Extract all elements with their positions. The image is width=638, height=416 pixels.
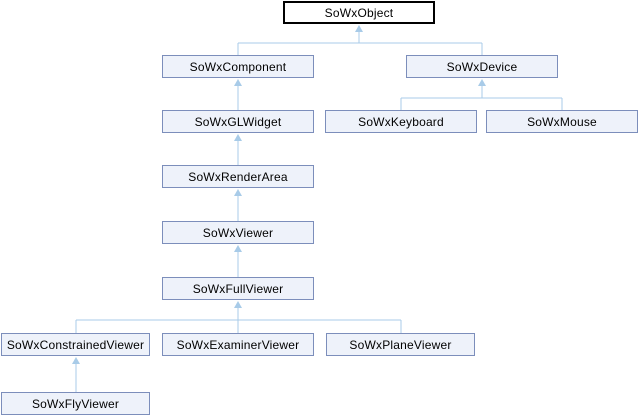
class-node-label: SoWxDevice [446, 59, 518, 74]
inheritance-arrowhead [478, 79, 486, 86]
class-node-label: SoWxPlaneViewer [349, 337, 452, 352]
class-node-sowxplaneviewer[interactable]: SoWxPlaneViewer [326, 333, 475, 356]
class-node-sowxcomponent[interactable]: SoWxComponent [162, 55, 314, 78]
class-node-label: SoWxMouse [527, 114, 597, 129]
class-node-sowxkeyboard[interactable]: SoWxKeyboard [325, 110, 477, 133]
inheritance-arrowhead [355, 25, 363, 32]
class-node-label: SoWxFlyViewer [31, 396, 120, 411]
class-node-sowxrenderarea[interactable]: SoWxRenderArea [162, 165, 314, 188]
inheritance-arrowhead [234, 189, 242, 196]
class-node-label: SoWxExaminerViewer [176, 337, 300, 352]
class-node-sowxfullviewer[interactable]: SoWxFullViewer [162, 277, 314, 300]
class-node-label: SoWxFullViewer [192, 281, 284, 296]
inheritance-arrowhead [234, 301, 242, 308]
inheritance-arrowhead [234, 134, 242, 141]
inheritance-arrowhead [72, 357, 80, 364]
class-node-label: SoWxConstrainedViewer [6, 337, 145, 352]
class-node-label: SoWxKeyboard [358, 114, 444, 129]
class-node-sowxobject[interactable]: SoWxObject [283, 1, 435, 24]
class-node-sowxmouse[interactable]: SoWxMouse [486, 110, 638, 133]
class-node-sowxglwidget[interactable]: SoWxGLWidget [162, 110, 314, 133]
class-node-label: SoWxGLWidget [194, 114, 282, 129]
inheritance-arrowhead [234, 245, 242, 252]
class-node-sowxviewer[interactable]: SoWxViewer [162, 221, 314, 244]
inheritance-arrowhead [234, 79, 242, 86]
class-node-sowxdevice[interactable]: SoWxDevice [406, 55, 558, 78]
class-node-label: SoWxViewer [202, 225, 274, 240]
class-node-sowxexaminerviewer[interactable]: SoWxExaminerViewer [162, 333, 314, 356]
class-node-sowxflyviewer[interactable]: SoWxFlyViewer [1, 392, 150, 415]
class-node-label: SoWxRenderArea [188, 169, 288, 184]
class-node-label: SoWxComponent [189, 59, 287, 74]
class-node-label: SoWxObject [324, 5, 394, 20]
class-node-sowxconstrainedviewer[interactable]: SoWxConstrainedViewer [1, 333, 150, 356]
